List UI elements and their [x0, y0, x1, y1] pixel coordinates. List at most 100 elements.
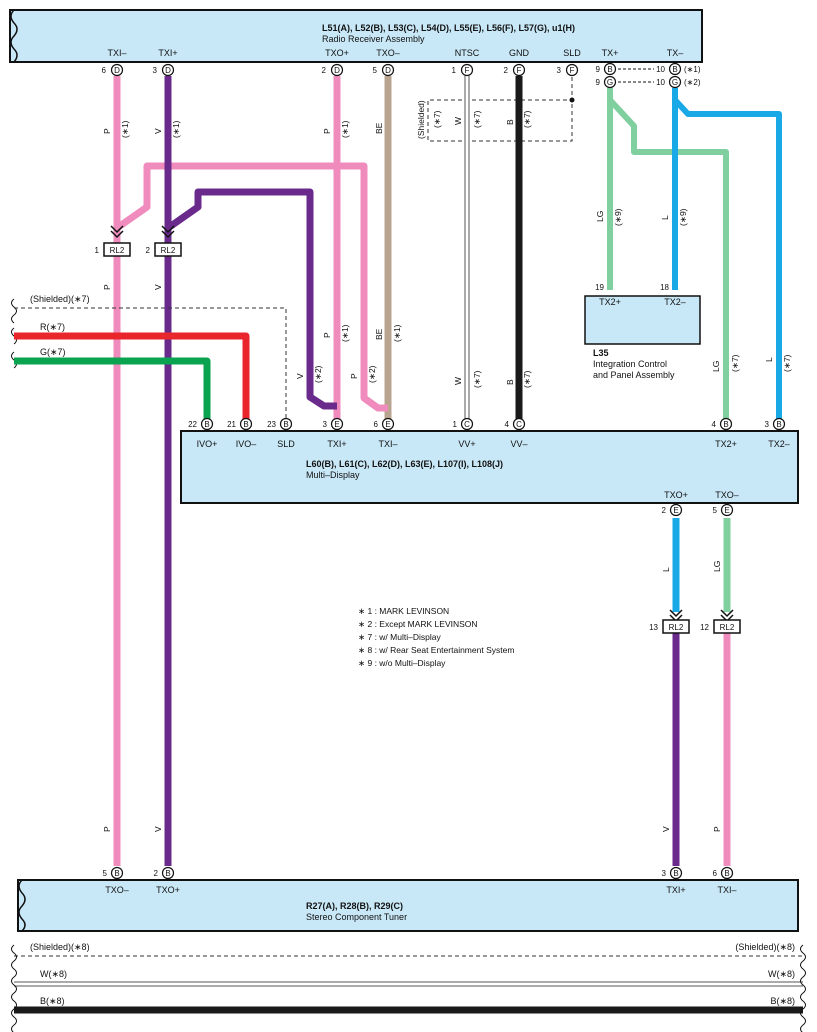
multi-terminal-pin: 5: [713, 506, 718, 515]
junctions: RL2 1 RL2 2 RL2 13 RL2 12: [95, 225, 741, 634]
label-n7-shield: (∗7): [432, 110, 442, 128]
tuner-terminal-conn: B: [673, 869, 678, 878]
radio-conn-txi-plus: D: [165, 66, 171, 75]
left-r-label: R(∗7): [40, 322, 65, 332]
label-n7-w: (∗7): [472, 110, 482, 128]
label-n9-lg: (∗9): [613, 208, 623, 226]
radio-pin-tx-plus-g: 9: [596, 78, 601, 87]
junction-1-code: RL2: [110, 246, 125, 255]
bottom-shielded-right: (Shielded)(∗8): [735, 942, 795, 952]
label-l-tx: L: [660, 215, 670, 220]
label-n1-mid: (∗1): [340, 324, 350, 342]
label-p-txi: P: [102, 128, 112, 134]
radio-codes: L51(A), L52(B), L53(C), L54(D), L55(E), …: [322, 23, 575, 33]
radio-pin-tx-minus-b: 10: [656, 65, 665, 74]
label-v-j2: V: [153, 284, 163, 290]
multi-terminal-pin: 4: [505, 420, 510, 429]
multi-terminal-conn: B: [776, 420, 781, 429]
label-p-bottom: P: [102, 826, 112, 832]
multi-terminals: B22IVO+B21IVO–B23SLDE3TXI+E6TXI–C1VV+C4V…: [188, 417, 790, 517]
tuner-terminal-circle: [669, 866, 683, 880]
label-p-mid: P: [322, 332, 332, 338]
radio-conn-txo-minus: D: [385, 66, 391, 75]
multi-terminal-label: TXI+: [327, 439, 346, 449]
label-n2-p: (∗2): [367, 365, 377, 383]
wire-violet-crossover: [165, 188, 337, 410]
integration-pin-tx2p: 19: [595, 283, 604, 292]
label-v-bottom: V: [153, 826, 163, 832]
radio-pin-tx-minus-g: 10: [656, 78, 665, 87]
left-wires: (Shielded)(∗7) R(∗7) G(∗7): [11, 294, 287, 424]
note-9: ∗ 9 : w/o Multi–Display: [358, 658, 446, 668]
bottom-w-left: W(∗8): [40, 969, 67, 979]
integration-terminals: 19 TX2+ 18 TX2–: [595, 283, 686, 307]
left-g-label: G(∗7): [40, 347, 66, 357]
radio-term-gnd: GND: [509, 48, 530, 58]
label-shielded: (Shielded): [416, 100, 426, 139]
multi-terminal-circle: [719, 417, 733, 431]
multi-terminal-pin: 1: [453, 420, 458, 429]
tuner-terminal-label: TXO–: [105, 885, 129, 895]
radio-pin-ntsc: 1: [452, 66, 457, 75]
multi-terminal-pin: 23: [267, 420, 276, 429]
multi-terminal-circle: [330, 417, 344, 431]
tuner-terminal-label: TXI+: [666, 885, 685, 895]
bottom-w-right: W(∗8): [768, 969, 795, 979]
junction-1-pin: 1: [95, 246, 100, 255]
integration-name-2: and Panel Assembly: [593, 370, 675, 380]
radio-note-tx-minus-g: (∗2): [684, 78, 701, 87]
label-w-mid: W: [453, 377, 463, 385]
radio-pin-txo-plus: 2: [322, 66, 327, 75]
radio-conn-tx-plus-g: G: [607, 78, 613, 87]
radio-conn-sld: F: [570, 66, 575, 75]
multi-terminal-label: TX2–: [768, 439, 790, 449]
label-l-tuner: L: [661, 567, 671, 572]
radio-pin-txi-plus: 3: [153, 66, 158, 75]
multi-terminal-label: VV–: [510, 439, 527, 449]
multi-terminal-conn: B: [204, 420, 209, 429]
wire-color-labels: P (∗1) V (∗1) P (∗1) BE (Shielded) (∗7) …: [102, 100, 792, 832]
tuner-terminal-pin: 5: [103, 869, 108, 878]
note-8: ∗ 8 : w/ Rear Seat Entertainment System: [358, 645, 514, 655]
multi-terminal-label: TXI–: [378, 439, 397, 449]
label-n1-txi-plus: (∗1): [171, 120, 181, 138]
label-p-cross: P: [349, 373, 359, 379]
multi-terminal-pin: 6: [374, 420, 379, 429]
tuner-terminal-pin: 3: [662, 869, 667, 878]
label-be-mid: BE: [374, 328, 384, 340]
multi-terminal-circle: [279, 417, 293, 431]
multi-terminal-circle: [200, 417, 214, 431]
tuner-terminal-circle: [720, 866, 734, 880]
label-n9-l: (∗9): [678, 208, 688, 226]
label-lg-tx: LG: [595, 211, 605, 222]
tuner-terminal-circle: [110, 866, 124, 880]
tuner-name: Stereo Component Tuner: [306, 912, 407, 922]
radio-term-sld: SLD: [563, 48, 581, 58]
radio-conn-gnd: F: [517, 66, 522, 75]
wire-blue-multi: [672, 97, 782, 424]
label-n7-bmid: (∗7): [522, 370, 532, 388]
multi-terminal-circle: [239, 417, 253, 431]
label-b-mid: B: [505, 379, 515, 385]
notes-legend: ∗ 1 : MARK LEVINSON ∗ 2 : Except MARK LE…: [358, 606, 514, 668]
label-v-txi: V: [153, 128, 163, 134]
integration-code: L35: [593, 348, 609, 358]
tuner-terminal-label: TXO+: [156, 885, 180, 895]
radio-term-tx-plus: TX+: [602, 48, 619, 58]
tuner-codes: R27(A), R28(B), R29(C): [306, 901, 403, 911]
junction-13-code: RL2: [669, 623, 684, 632]
label-n7-b: (∗7): [522, 110, 532, 128]
tuner-terminal-conn: B: [724, 869, 729, 878]
multi-terminal-label: SLD: [277, 439, 295, 449]
multi-terminal-circle: [381, 417, 395, 431]
tuner-terminal-pin: 6: [713, 869, 718, 878]
note-1: ∗ 1 : MARK LEVINSON: [358, 606, 449, 616]
multi-terminal-label: IVO+: [197, 439, 218, 449]
multi-terminal-label: IVO–: [236, 439, 257, 449]
tuner-terminal-label: TXI–: [717, 885, 736, 895]
radio-term-txi-plus: TXI+: [158, 48, 177, 58]
multi-terminal-conn: B: [243, 420, 248, 429]
